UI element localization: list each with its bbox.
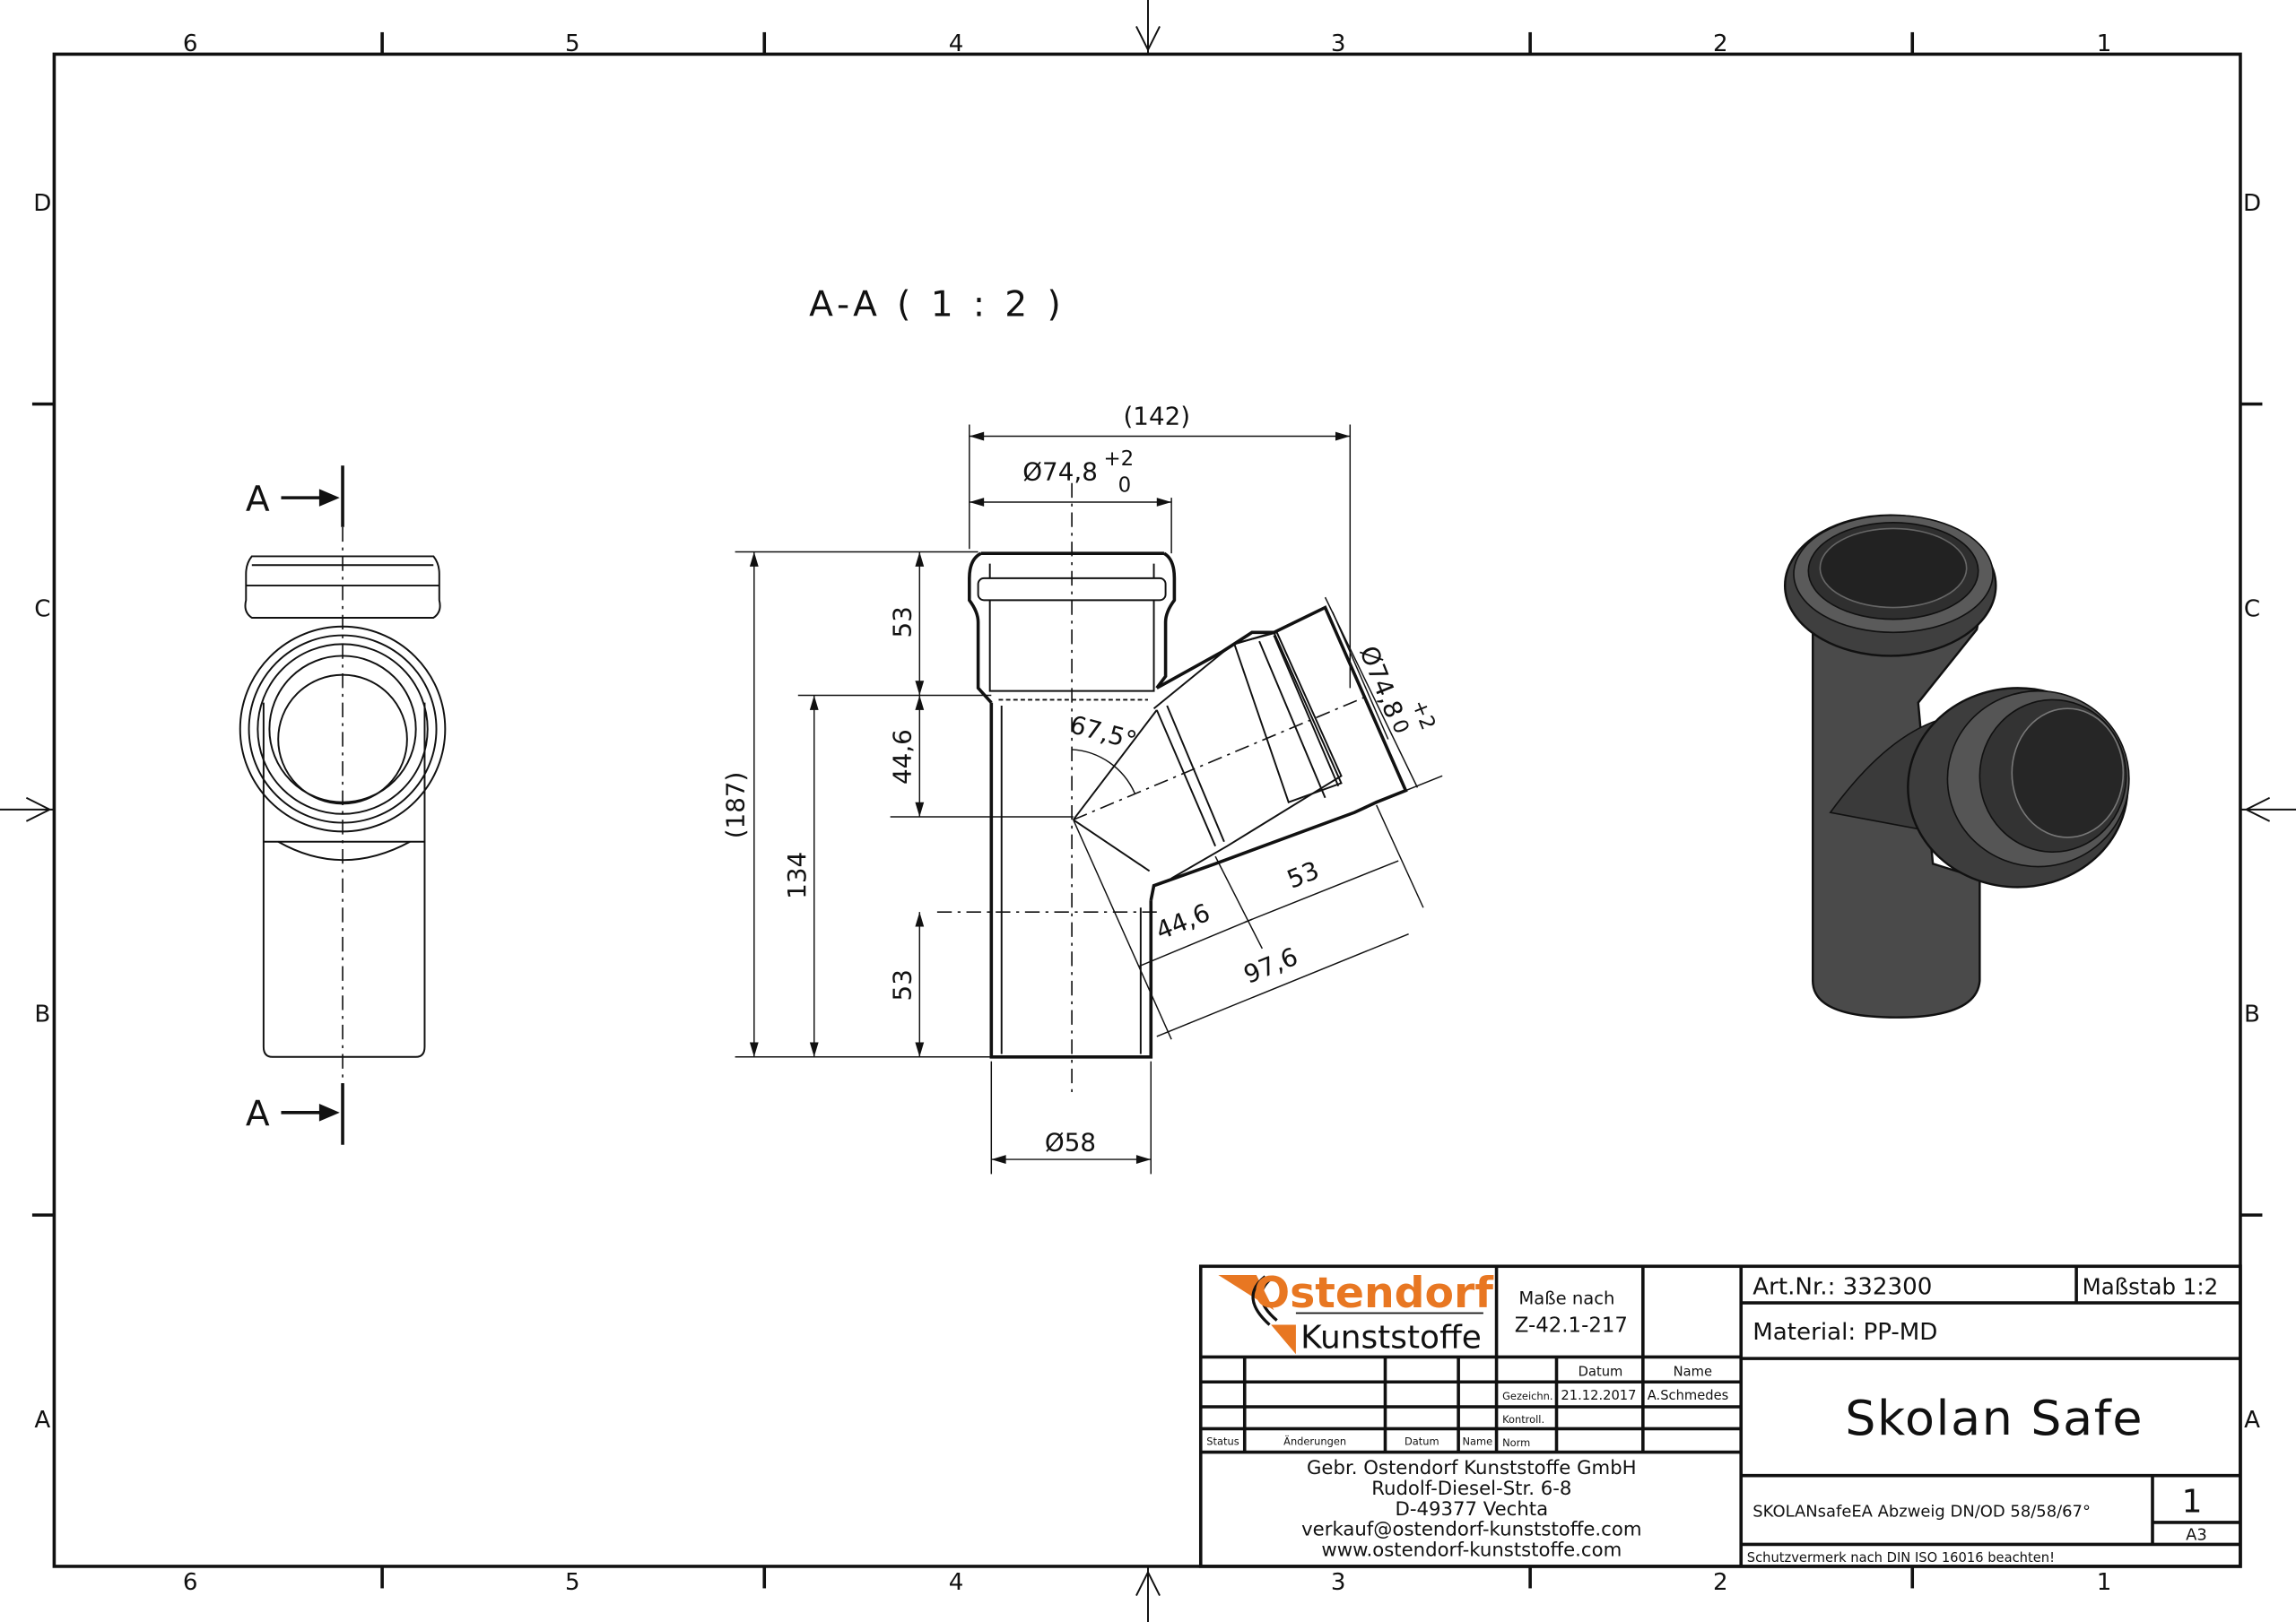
col-name: Name (1674, 1365, 1712, 1380)
dim-134: 134 (782, 852, 812, 899)
norm-value: Z-42.1-217 (1515, 1314, 1628, 1338)
dim-branch-53: 53 (1283, 855, 1323, 895)
row-label: D (2243, 190, 2261, 217)
product-description: SKOLANsafeEA Abzweig DN/OD 58/58/67° (1752, 1502, 2091, 1521)
row-label: D (33, 190, 51, 217)
dim-53-top: 53 (888, 606, 918, 638)
dim-overall-height: (187) (720, 772, 750, 839)
column-label: 4 (949, 1569, 964, 1596)
address-company: Gebr. Ostendorf Kunststoffe GmbH (1307, 1457, 1637, 1479)
row-label: A (2244, 1407, 2260, 1434)
row-label: C (2244, 595, 2260, 622)
gezeichn-datum: 21.12.2017 (1561, 1388, 1636, 1403)
col-datum: Datum (1578, 1365, 1623, 1380)
label-gezeichn: Gezeichn. (1502, 1390, 1552, 1402)
dim-44-6: 44,6 (888, 729, 918, 785)
column-label: 1 (2097, 1569, 2112, 1596)
label-name: Name (1463, 1435, 1493, 1447)
label-kontroll: Kontroll. (1502, 1413, 1544, 1426)
column-label: 3 (1331, 30, 1346, 57)
dim-tol-zero: 0 (1118, 474, 1132, 498)
norm-label: Maße nach (1518, 1288, 1614, 1309)
row-label: B (2244, 1002, 2260, 1028)
dim-branch-tol-zero: 0 (1387, 716, 1413, 737)
logo-text-kunststoffe: Kunststoffe (1300, 1320, 1482, 1357)
column-label: 3 (1331, 1569, 1346, 1596)
scale: Maßstab 1:2 (2083, 1273, 2219, 1299)
section-view: A-A ( 1 : 2 ) (720, 285, 1443, 1175)
row-label: B (34, 1002, 50, 1028)
dim-branch-dia: Ø74,8 (1353, 642, 1409, 723)
isometric-render (1783, 514, 2130, 1019)
label-status: Status (1206, 1435, 1239, 1447)
product-name: Skolan Safe (1845, 1390, 2144, 1446)
label-norm: Norm (1502, 1436, 1530, 1449)
label-aenderungen: Änderungen (1283, 1434, 1346, 1447)
address-email: verkauf@ostendorf-kunststoffe.com (1301, 1519, 1641, 1541)
art-nr: Art.Nr.: 332300 (1752, 1273, 1932, 1300)
logo-text-ostendorf: Ostendorf (1254, 1269, 1494, 1318)
dim-53-bottom: 53 (888, 969, 918, 1001)
row-label: C (34, 595, 50, 622)
column-label: 5 (565, 1569, 580, 1596)
dim-socket-dia: Ø74,8 (1022, 457, 1098, 487)
section-marker-top: A (246, 480, 270, 520)
gezeichn-name: A.Schmedes (1648, 1388, 1729, 1403)
front-view: A A (239, 465, 447, 1145)
address-website: www.ostendorf-kunststoffe.com (1321, 1540, 1622, 1562)
material: Material: PP-MD (1752, 1319, 1937, 1346)
column-label: 1 (2097, 30, 2112, 57)
column-label: 2 (1713, 30, 1728, 57)
sheet-number: 1 (2182, 1484, 2203, 1521)
dim-branch-97-6: 97,6 (1239, 941, 1302, 990)
protection-note: Schutzvermerk nach DIN ISO 16016 beachte… (1747, 1550, 2055, 1566)
address-city: D-49377 Vechta (1396, 1498, 1549, 1521)
address-street: Rudolf-Diesel-Str. 6-8 (1371, 1478, 1571, 1500)
label-datum: Datum (1405, 1435, 1439, 1447)
column-label: 5 (565, 30, 580, 57)
column-label: 6 (183, 30, 198, 57)
column-label: 4 (949, 30, 964, 57)
section-title: A-A ( 1 : 2 ) (809, 285, 1065, 325)
row-label: A (34, 1407, 50, 1434)
column-label: 6 (183, 1569, 198, 1596)
title-block: Ostendorf Kunststoffe Maße nach Z-42.1-2… (1198, 1264, 2242, 1568)
ostendorf-logo: Ostendorf Kunststoffe (1218, 1269, 1493, 1357)
section-marker-bottom: A (246, 1095, 270, 1135)
dim-tol-plus: +2 (1104, 447, 1135, 471)
sheet-format: A3 (2186, 1526, 2207, 1545)
column-label: 2 (1713, 1569, 1728, 1596)
dim-overall-width: (142) (1123, 401, 1190, 430)
dim-pipe-dia: Ø58 (1045, 1127, 1096, 1157)
dim-angle: 67,5° (1066, 709, 1140, 755)
